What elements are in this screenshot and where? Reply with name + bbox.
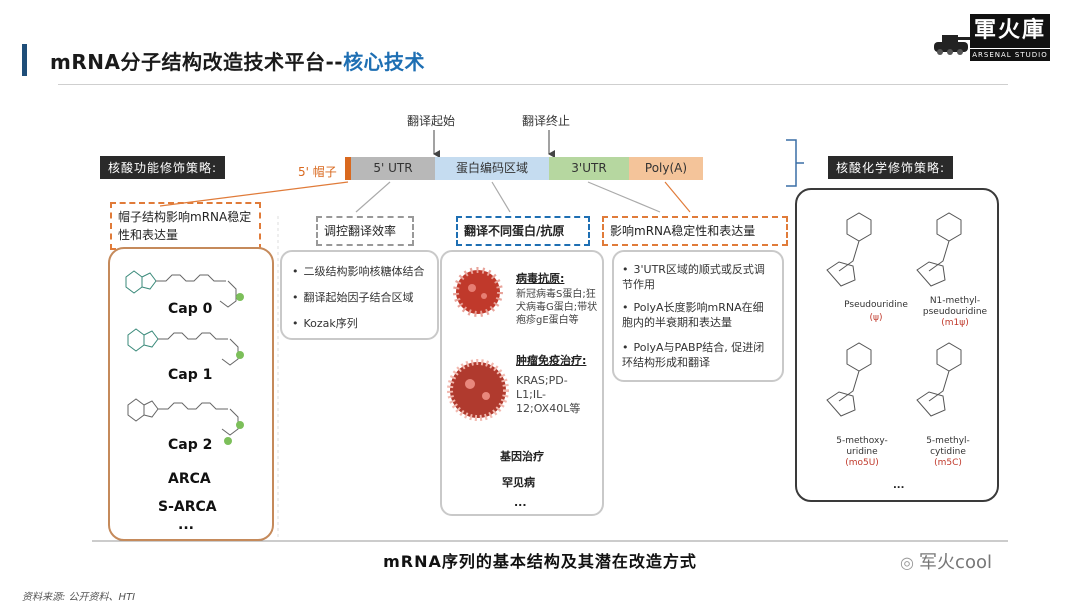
watermark-text: 军火cool (919, 552, 992, 573)
cap0-label: Cap 0 (168, 301, 213, 317)
left-strategy-header: 核酸功能修饰策略: (100, 156, 226, 179)
cds-segment: 蛋白编码区域 (435, 157, 549, 180)
translation-efficiency-panel: 二级结构影响核糖体结合 翻译起始因子结合区域 Kozak序列 (280, 250, 439, 340)
virus-title: 病毒抗原: (516, 272, 565, 285)
title-main: mRNA分子结构改造技术平台-- (50, 50, 344, 74)
col3-heading: 翻译不同蛋白/抗原 (456, 216, 590, 246)
brand-logo: 軍火庫 ARSENAL STUDIO (930, 14, 1050, 62)
header-divider (58, 84, 1008, 85)
col2-item: 翻译起始因子结合区域 (292, 290, 414, 305)
title-accent-bar (22, 44, 27, 76)
sarca-label: S-ARCA (158, 499, 217, 515)
molecule-name: 5-methyl-cytidine (926, 436, 970, 457)
logo-subtext: ARSENAL STUDIO (970, 49, 1050, 61)
gene-therapy: 基因治疗 (500, 450, 544, 463)
molecule-abbr: (m5C) (934, 458, 962, 468)
tumor-title: 肿瘤免疫治疗: (516, 354, 587, 367)
antigen-panel: 病毒抗原: 新冠病毒S蛋白;狂犬病毒G蛋白;带状疱疹gE蛋白等 肿瘤免疫治疗: … (440, 250, 604, 516)
molecule-name: 5-methoxy-uridine (836, 436, 888, 457)
source-note: 资料来源: 公开资料、HTI (22, 592, 136, 603)
nucleoside-structures (826, 212, 962, 417)
col2-item: Kozak序列 (292, 316, 358, 331)
molecule-abbr: (mo5U) (845, 458, 879, 468)
right-strategy-header: 核酸化学修饰策略: (828, 156, 954, 179)
molecule-abbr: (m1ψ) (941, 318, 969, 328)
cap-more: ... (178, 517, 194, 533)
utr3-segment: 3'UTR (549, 157, 629, 180)
molecule-more: ... (893, 480, 905, 491)
molecule-name: N1-methyl-pseudouridine (922, 296, 988, 317)
col4-item: PolyA长度影响mRNA在细胞内的半衰期和表达量 (622, 300, 774, 330)
virus-text: 新冠病毒S蛋白;狂犬病毒G蛋白;带状疱疹gE蛋白等 (516, 289, 598, 326)
col2-item: 二级结构影响核糖体结合 (292, 264, 425, 279)
cap1-label: Cap 1 (168, 367, 213, 383)
rare-disease: 罕见病 (502, 476, 535, 489)
stability-panel: 3'UTR区域的顺式或反式调节作用 PolyA长度影响mRNA在细胞内的半衰期和… (612, 250, 784, 382)
col4-item: PolyA与PABP结合, 促进闭环结构形成和翻译 (622, 340, 774, 370)
translation-stop-label: 翻译终止 (522, 114, 571, 128)
translation-start-label: 翻译起始 (407, 114, 456, 128)
col1-heading: 帽子结构影响mRNA稳定性和表达量 (110, 202, 261, 250)
col2-heading: 调控翻译效率 (316, 216, 414, 246)
tumor-text: KRAS;PD-L1;IL-12;OX40L等 (516, 374, 581, 415)
tank-icon (934, 35, 972, 55)
cap-structures-diagram (125, 270, 244, 445)
cap-panel: Cap 0 Cap 1 Cap 2 ARCA S-ARCA ... (108, 247, 274, 541)
cap-label: 5' 帽子 (298, 165, 337, 179)
logo-text: 軍火庫 (970, 14, 1050, 48)
antigen-more: ... (514, 496, 527, 509)
title-highlight: 核心技术 (343, 50, 426, 74)
tumor-image (447, 359, 509, 421)
polya-segment: Poly(A) (629, 157, 703, 180)
chemical-mod-panel: Pseudouridine (ψ) N1-methyl-pseudouridin… (795, 188, 999, 502)
col4-item: 3'UTR区域的顺式或反式调节作用 (622, 262, 774, 292)
col4-heading: 影响mRNA稳定性和表达量 (602, 216, 788, 246)
molecule-name: Pseudouridine (844, 300, 908, 310)
figure-caption: mRNA序列的基本结构及其潜在改造方式 (383, 552, 697, 571)
watermark: ◎ 军火cool (900, 548, 992, 574)
page-title: mRNA分子结构改造技术平台--核心技术 (50, 46, 425, 75)
cap-marker (345, 157, 351, 180)
utr5-segment: 5' UTR (351, 157, 435, 180)
cap2-label: Cap 2 (168, 437, 213, 453)
molecule-abbr: (ψ) (869, 313, 883, 323)
virus-image (453, 267, 503, 317)
wechat-icon: ◎ (900, 553, 920, 572)
arca-label: ARCA (168, 471, 211, 487)
